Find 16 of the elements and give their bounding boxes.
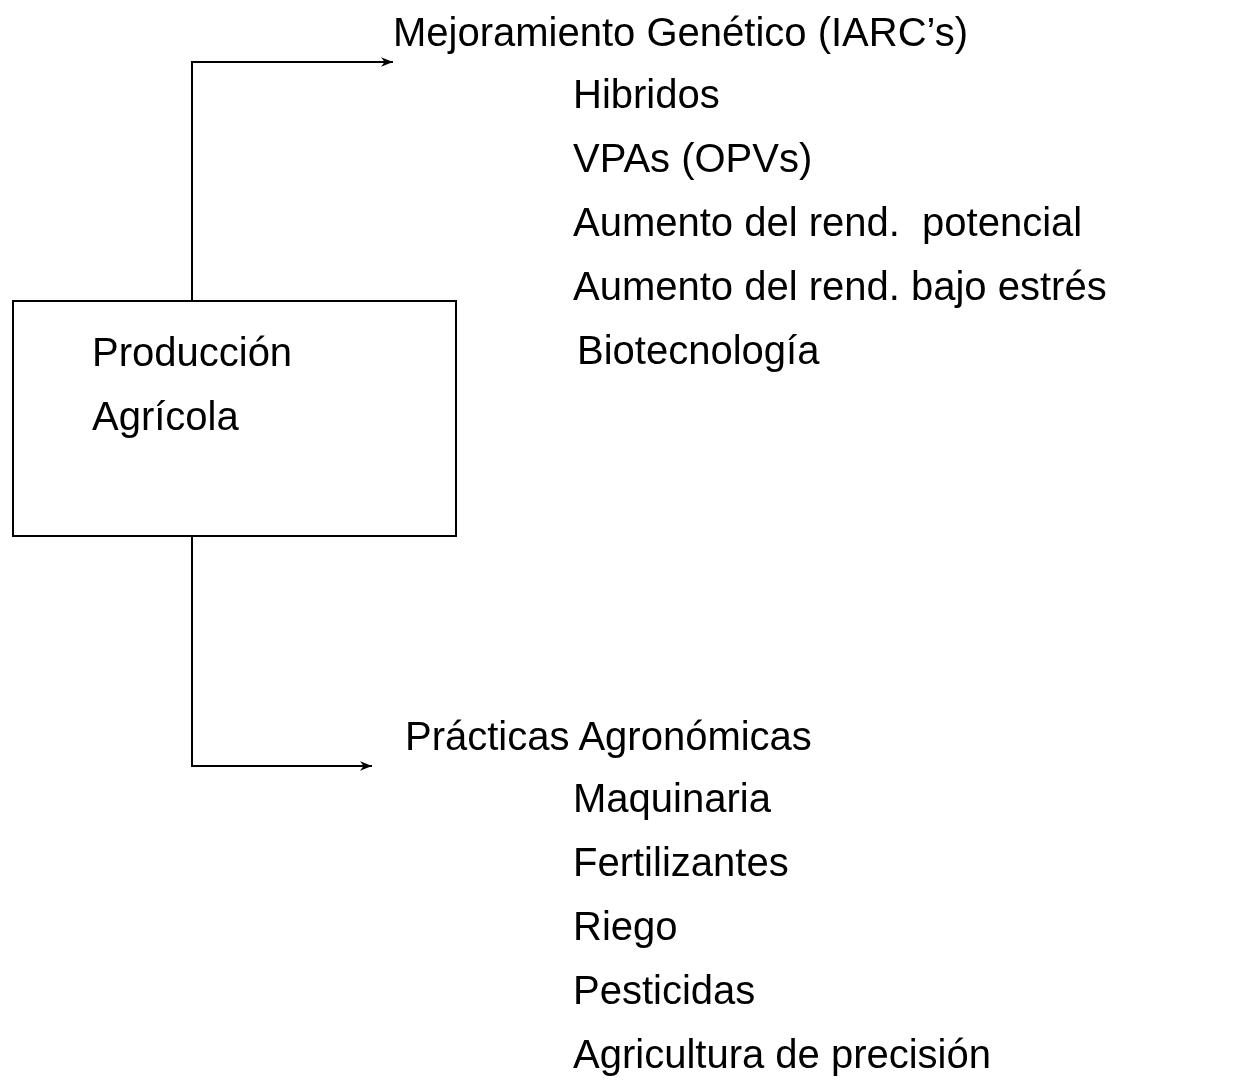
list-item-text: Fertilizantes	[573, 839, 789, 886]
heading-text: Prácticas Agronómicas	[372, 704, 912, 768]
list-item-text: Hibridos	[573, 71, 720, 118]
list-item-text: Biotecnología	[577, 327, 820, 374]
list-item-text: Riego	[573, 903, 678, 950]
list-item-text: Pesticidas	[573, 967, 756, 1014]
list-item-text: Maquinaria	[573, 775, 771, 822]
list-item-text: Aumento del rend. potencial	[573, 199, 1083, 246]
arrow	[191, 57, 394, 301]
node-text: Producción Agrícola	[92, 329, 294, 440]
process-box	[12, 300, 457, 537]
list-item-text: VPAs (OPVs)	[573, 135, 813, 182]
list-item-text: Agricultura de precisión	[573, 1031, 991, 1078]
list-item-text: Aumento del rend. bajo estrés	[573, 263, 1107, 310]
heading-text: Mejoramiento Genético (IARC’s)	[393, 0, 1113, 64]
arrow	[191, 536, 373, 771]
